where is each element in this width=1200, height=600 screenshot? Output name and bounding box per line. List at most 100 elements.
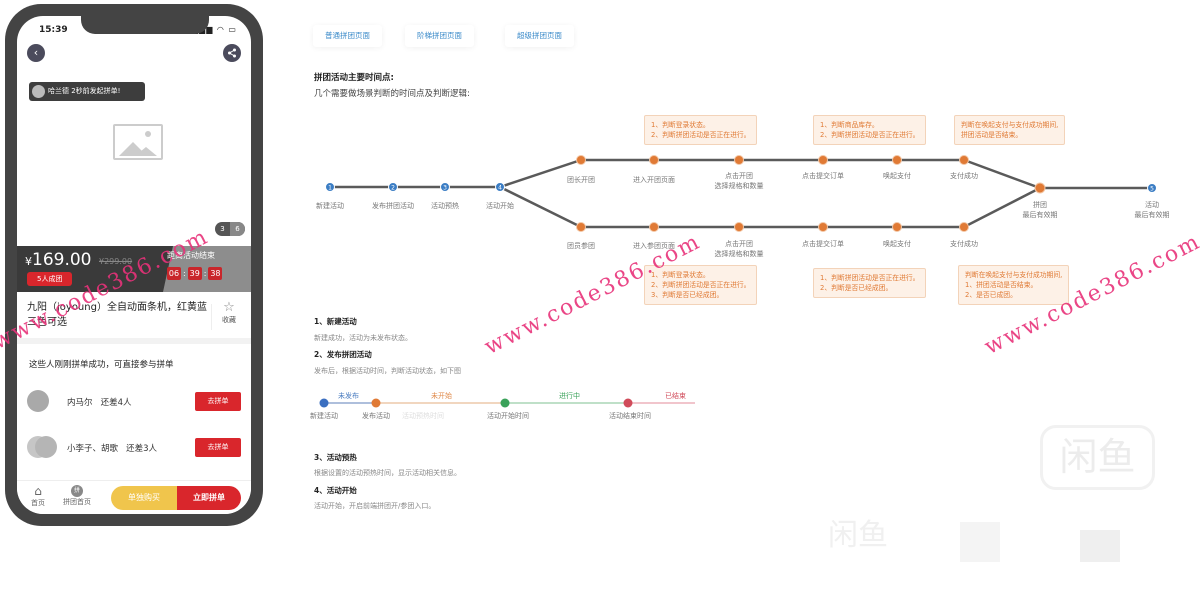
favorite-label: 收藏 [222,316,236,324]
section-text: 根据设置的活动预热时间，显示活动相关信息。 [314,469,461,477]
share-button[interactable] [223,44,241,62]
join-group-button[interactable]: 去拼单 [195,392,241,411]
lower-node-label: 进入参团页面 [633,242,675,250]
tab-group-label: 拼团首页 [63,498,91,506]
node-label: 新建活动 [316,202,344,210]
section-text: 发布后，根据活动时间，判断活动状态，如下图 [314,367,461,375]
tab-group-home[interactable]: 拼 拼团首页 [63,485,91,507]
group-names: 内马尔 还差4人 [67,398,132,408]
tab-home-label: 首页 [31,499,45,507]
countdown-timer: 06 : 39 : 38 [167,267,223,280]
timeline-point: 活动结束时间 [609,412,651,420]
upper-node-label: 点击提交订单 [802,172,844,180]
ghost-block [1080,530,1120,562]
timeline-point: 活动开始时间 [487,412,529,420]
group-start-toast: 哈兰德 2秒前发起拼单! [29,82,145,101]
star-icon: ☆ [223,300,235,315]
section-text: 活动开始，开启前端拼团开/参团入口。 [314,502,436,510]
state-in-progress: 进行中 [559,392,580,400]
lower-node-label: 支付成功 [950,240,978,248]
original-price: ¥299.00 [99,257,133,266]
countdown-title: 距离活动结束 [167,251,215,260]
solo-buy-button[interactable]: 单独购买 [111,486,177,510]
pager-current: 3 [220,225,225,233]
price-bar: ¥169.00 ¥299.00 5人成团 距离活动结束 06 : 39 : 38 [17,246,251,292]
timeline-point: 发布活动 [362,412,390,420]
merge-node-label: 拼团 最后有效期 [1022,201,1058,219]
phone-screen: 15:39 ▂▄▆ ◠ ▭ ‹ 哈兰德 2秒前发起拼单! 3 6 ¥169.00 [17,16,251,514]
favorite-button[interactable]: ☆ 收藏 [217,300,241,325]
section-title: 3、活动预热 [314,453,357,462]
node-label: 活动预热 [431,202,459,210]
section-title: 1、新建活动 [314,317,357,326]
lower-node-label: 点击提交订单 [802,240,844,248]
section-title: 2、发布拼团活动 [314,350,372,359]
countdown-minutes: 39 [187,267,202,280]
avatar [27,390,49,412]
lower-node-label: 唤起支付 [883,240,911,248]
state-unpublished: 未发布 [338,392,359,400]
upper-node-label: 支付成功 [950,172,978,180]
group-row: 小李子、胡歌 还差3人 去拼单 [27,436,241,460]
avatar [35,436,57,458]
ghost-logo: 闲鱼 [1040,425,1155,490]
ghost-logo: 闲鱼 [828,518,888,553]
diagram-subheading: 几个需要做场景判断的时间点及判断逻辑: [314,89,470,99]
phone-notch [81,16,209,34]
section-title: 4、活动开始 [314,486,357,495]
upper-node-label: 点击开团 选择规格和数量 [714,172,764,190]
countdown-seconds: 38 [208,267,223,280]
diagram-heading: 拼团活动主要时间点: [314,73,394,83]
svg-text:5: 5 [1150,186,1154,193]
tab-ladder-group[interactable]: 阶梯拼团页面 [405,25,474,47]
note-join-page: 1、判断登录状态。 2、判断拼团活动是否正在进行。 3、判断是否已经成团。 [644,265,758,305]
upper-node-label: 唤起支付 [883,172,911,180]
image-pager: 3 6 [215,222,245,236]
svg-text:2: 2 [391,185,395,192]
avatar [32,85,45,98]
state-ended: 已结束 [665,392,686,400]
join-group-button[interactable]: 去拼单 [195,438,241,457]
home-icon: ⌂ [34,484,42,498]
back-button[interactable]: ‹ [27,44,45,62]
tab-super-group[interactable]: 超级拼团页面 [505,25,574,47]
tab-home[interactable]: ⌂ 首页 [31,485,45,508]
state-not-started: 未开始 [431,392,452,400]
lower-node-label: 点击开团 选择规格和数量 [714,240,764,258]
svg-text:3: 3 [443,185,447,192]
group-price: ¥169.00 [25,250,92,270]
group-buy-button[interactable]: 立即拼单 [177,486,241,510]
group-size-badge: 5人成团 [27,272,73,286]
node-label: 发布拼团活动 [372,202,414,210]
note-payment-success: 判断在唤起支付与支付成功期间, 拼团活动是否结束。 [954,115,1066,145]
note-join-paid: 判断在唤起支付与支付成功期间, 1、拼团活动是否结束。 2、是否已成团。 [958,265,1070,305]
timeline-point: 活动预热时间 [402,412,444,420]
pager-total: 6 [230,222,245,236]
ghost-block [960,522,1000,562]
tab-normal-group[interactable]: 普通拼团页面 [313,25,382,47]
lower-node-label: 团员参团 [567,242,595,250]
upper-node-label: 进入开团页面 [633,176,675,184]
note-open-page: 1、判断登录状态。 2、判断拼团活动是否正在进行。 [644,115,758,145]
status-icons: ▂▄▆ ◠ ▭ [191,25,237,34]
upper-node-label: 团长开团 [567,176,595,184]
section-divider [17,338,251,344]
node-label: 活动 最后有效期 [1134,201,1170,219]
product-title: 九阳（joyoung）全自动面条机，红黄蓝三色可选 [27,302,207,328]
status-time: 15:39 [39,25,68,35]
share-icon [227,48,237,61]
group-icon: 拼 [71,485,83,497]
divider [211,304,212,330]
toast-text: 哈兰德 2秒前发起拼单! [48,87,121,95]
svg-text:4: 4 [498,185,502,192]
note-join-submit: 1、判断拼团活动是否正在进行。 2、判断是否已经成团。 [813,268,927,298]
group-names: 小李子、胡歌 还差3人 [67,444,158,454]
section-text: 新建成功，活动为未发布状态。 [314,334,412,342]
group-row: 内马尔 还差4人 去拼单 [27,390,241,414]
countdown-hours: 06 [167,267,181,280]
timeline-point: 新建活动 [310,412,338,420]
note-submit-order: 1、判断商品库存。 2、判断拼团活动是否正在进行。 [813,115,927,145]
join-section-title: 这些人刚刚拼单成功，可直接参与拼单 [29,360,174,370]
phone-frame: 15:39 ▂▄▆ ◠ ▭ ‹ 哈兰德 2秒前发起拼单! 3 6 ¥169.00 [5,4,263,526]
image-placeholder-icon [113,124,163,160]
